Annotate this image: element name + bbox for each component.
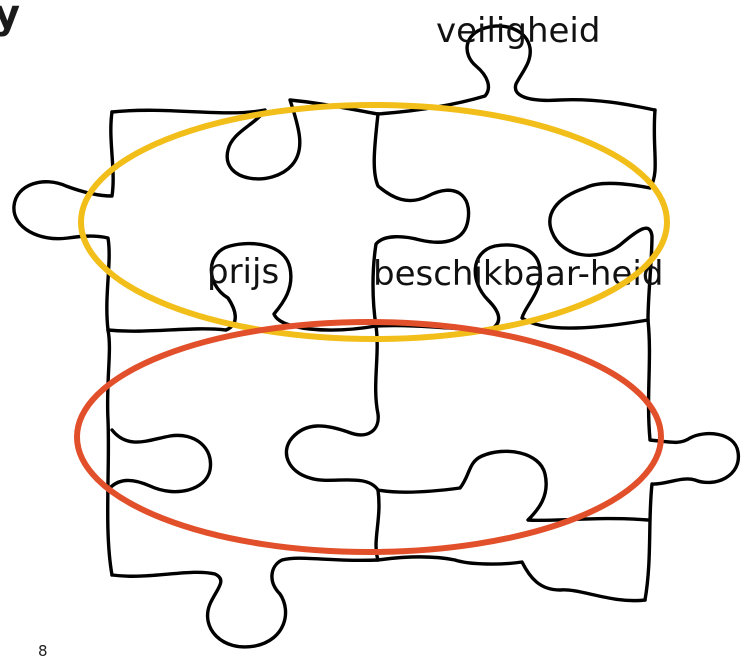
- bottom-border-left: [110, 556, 380, 649]
- left-border-upper: [12, 110, 115, 332]
- bottom-border-right: [376, 555, 647, 603]
- label-veiligheid: veiligheid: [436, 11, 600, 51]
- label-prijs: prijs: [207, 252, 279, 292]
- top-border-left: [110, 98, 380, 181]
- title-fragment: y: [0, 0, 20, 38]
- highlight-ring-lower: [74, 319, 664, 555]
- lower-horizontal-seam: [106, 428, 213, 494]
- puzzle-outline: [12, 24, 740, 649]
- highlight-ring-upper: [78, 102, 670, 342]
- top-border-right: [376, 24, 657, 116]
- upper-horizontal-seam: [106, 241, 650, 333]
- lower-right-knob-seam: [376, 449, 650, 523]
- right-border-upper: [548, 108, 657, 322]
- page-number: 8: [38, 642, 48, 660]
- left-border-lower: [105, 328, 114, 577]
- right-border-lower: [643, 318, 740, 602]
